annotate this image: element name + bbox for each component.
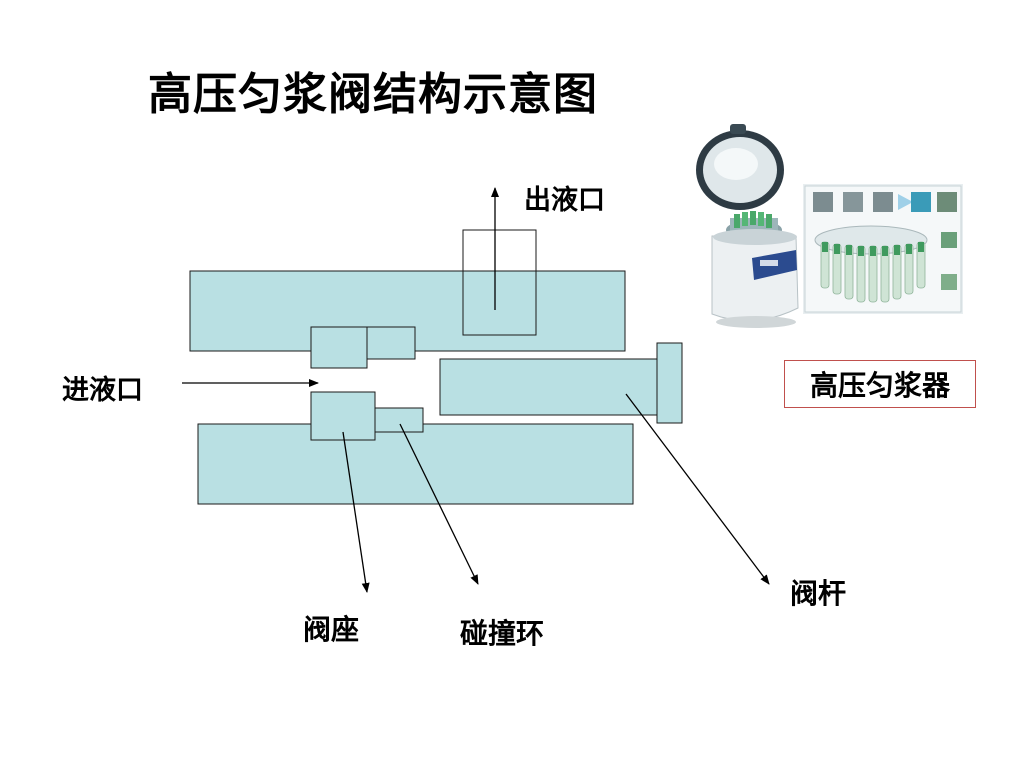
impact-ring (374, 407, 424, 433)
inlet-label: 进液口 (62, 375, 143, 406)
homogenizer-label: 高压匀浆器 (809, 369, 950, 402)
page-title: 高压匀浆阀结构示意图 (148, 69, 598, 120)
upper-block-right (366, 326, 416, 360)
valve-stem-label: 阀杆 (790, 577, 847, 610)
upper-block-left (310, 326, 368, 369)
valve-seat-pointer (342, 431, 370, 593)
homogenizer-device-image (696, 124, 799, 328)
impact-ring-label: 碰撞环 (460, 617, 545, 650)
outlet-channel (462, 229, 537, 336)
valve-stem-head (656, 342, 683, 424)
lower-valve-body (197, 423, 634, 505)
homogenizer-caption-box: 高压匀浆器 (784, 360, 976, 408)
impact-ring-pointer (399, 423, 479, 585)
valve-stem (439, 358, 659, 416)
valve-stem-pointer (625, 393, 770, 585)
outlet-label: 出液口 (524, 185, 605, 216)
homogenizer-process-image (803, 184, 963, 314)
valve-seat-label: 阀座 (303, 613, 360, 646)
